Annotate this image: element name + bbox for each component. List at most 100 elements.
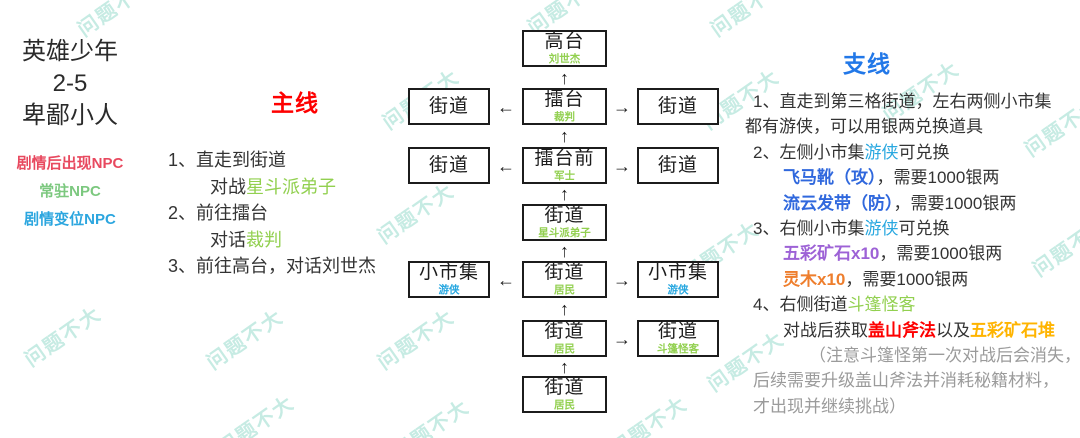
text-segment: 对战后获取 [783,320,868,340]
flow-node-label: 街道 [657,95,698,117]
text-segment: 4、右侧街道 [753,295,848,315]
flow-node-sub-label: 军士 [554,170,575,182]
flow-node-label: 擂台 [544,89,585,110]
flow-node-label: 街道 [657,321,698,342]
arrow-up-icon: ↑ [560,241,569,261]
text-segment: 对话 [210,229,246,250]
flow-node-label: 街道 [544,262,585,283]
flow-node-jiedao-r5: 街道斗篷怪客 [637,320,719,357]
side-quest-step: 后续需要升级盖山斧法并消耗秘籍材料， [745,368,1060,393]
flow-node-label: 街道 [428,154,469,176]
text-segment: ，需要1000银两 [879,244,1003,264]
flow-node-xiaoshiji-l4: 小市集游侠 [408,261,490,298]
flow-node-sub-label: 居民 [554,284,575,296]
text-segment: 才出现并继续挑战） [753,396,906,416]
side-quest-heading: 支线 [843,51,891,77]
side-quest-step: 飞马靴（攻），需要1000银两 [745,165,1060,190]
watermark: 问题不大 [203,305,288,375]
arrow-right-icon: → [613,96,631,117]
text-segment: 飞马靴（攻） [783,168,877,188]
text-segment: 可兑换 [898,219,950,239]
flow-node-label: 小市集 [647,262,708,283]
side-quest-step: 流云发带（防），需要1000银两 [745,191,1060,216]
flow-node-label: 高台 [544,31,585,52]
flow-node-jiedao-l2: 街道 [408,147,490,184]
flow-node-sub-label: 居民 [554,399,575,411]
text-segment: 斗篷怪客 [847,295,916,315]
arrow-up-icon: ↑ [560,184,569,204]
text-segment: 1、直走到第三格街道，左右两侧小市集 [753,92,1052,111]
text-segment: ，需要1000银两 [876,168,1000,188]
side-quest-step: 都有游侠，可以用银两兑换道具 [745,114,1060,139]
text-segment: 游侠 [864,219,899,239]
main-quest-step: 1、直走到街道 [168,147,403,174]
text-segment: 以及 [936,320,970,340]
flow-node-sub-label: 居民 [554,343,575,355]
arrow-right-icon: → [613,269,631,290]
flow-node-sub-label: 星斗派弟子 [538,227,591,239]
text-segment: 后续需要升级盖山斧法并消耗秘籍材料， [753,371,1059,391]
main-quest-step: 对战星斗派弟子 [168,174,403,201]
text-segment: 3、右侧小市集 [753,219,865,239]
flow-node-label: 街道 [544,321,585,342]
side-quest-step: 对战后获取盖山斧法以及五彩矿石堆 [745,318,1060,343]
flow-node-gaotai: 高台刘世杰 [522,30,607,67]
text-segment: 2、左侧小市集 [753,142,865,162]
flow-node-sub-label: 裁判 [554,111,575,123]
flow-node-jiedao-r1: 街道 [637,88,719,125]
side-quest-step: 1、直走到第三格街道，左右两侧小市集 [745,89,1060,114]
text-segment: 可兑换 [898,142,950,162]
flow-node-label: 街道 [544,377,585,398]
text-segment: 对战 [210,176,246,197]
page-title-line: 英雄少年 [22,38,118,65]
text-segment: 2、前往擂台 [168,203,269,223]
watermark: 问题不大 [707,0,792,42]
side-quest-step: 五彩矿石x10，需要1000银两 [745,241,1060,266]
flow-node-sub-label: 游侠 [667,284,689,296]
text-segment: ，需要1000银两 [893,193,1017,213]
flow-node-leitaiqian: 擂台前军士 [522,147,607,184]
flow-node-jiedao-l1: 街道 [408,88,490,125]
text-segment: 星斗派弟子 [246,176,336,197]
flow-node-label: 街道 [657,154,698,176]
text-segment: （注意斗篷怪第一次对战后会消失， [809,346,1080,366]
flow-node-label: 擂台前 [534,148,595,169]
main-quest-step: 3、前往高台，对话刘世杰 [168,253,403,280]
page-title-line: 2-5 [52,70,88,97]
legend-item: 剧情后出现NPC [16,155,124,172]
arrow-up-icon: ↑ [560,356,569,377]
side-quest-step: 才出现并继续挑战） [745,394,1060,419]
arrow-up-icon: ↑ [560,67,569,88]
text-segment: 灵木x10 [783,269,846,289]
main-quest-heading: 主线 [271,90,319,116]
arrow-up-icon: ↑ [560,126,569,146]
arrow-left-icon: ← [497,269,515,290]
side-quest-step: 2、左侧小市集游侠可兑换 [745,140,1060,165]
text-segment: 1、直走到街道 [168,150,287,170]
watermark: 问题不大 [214,391,299,438]
flow-node-jiedao-c3: 街道星斗派弟子 [522,204,607,241]
text-segment: 五彩矿石堆 [970,320,1055,340]
text-segment: 裁判 [246,229,282,250]
flow-node-xiaoshiji-r4: 小市集游侠 [637,261,719,298]
flow-node-jiedao-c4: 街道居民 [522,261,607,298]
flow-node-sub-label: 游侠 [438,284,460,296]
flow-node-jiedao-c6: 街道居民 [522,376,607,413]
arrow-left-icon: ← [497,155,515,176]
text-segment: 流云发带（防） [783,193,894,213]
text-segment: 都有游侠，可以用银两兑换道具 [745,117,983,137]
flow-node-sub-label: 刘世杰 [548,53,581,65]
main-quest-step: 2、前往擂台 [168,200,403,227]
text-segment: ，需要1000银两 [845,269,969,289]
text-segment: 游侠 [864,142,899,162]
watermark: 问题不大 [389,395,474,438]
side-quest-step: 3、右侧小市集游侠可兑换 [745,216,1060,241]
text-segment: 3、前往高台，对话刘世杰 [168,256,377,276]
arrow-left-icon: ← [497,96,515,117]
arrow-up-icon: ↑ [560,299,569,319]
watermark: 问题不大 [607,392,692,438]
